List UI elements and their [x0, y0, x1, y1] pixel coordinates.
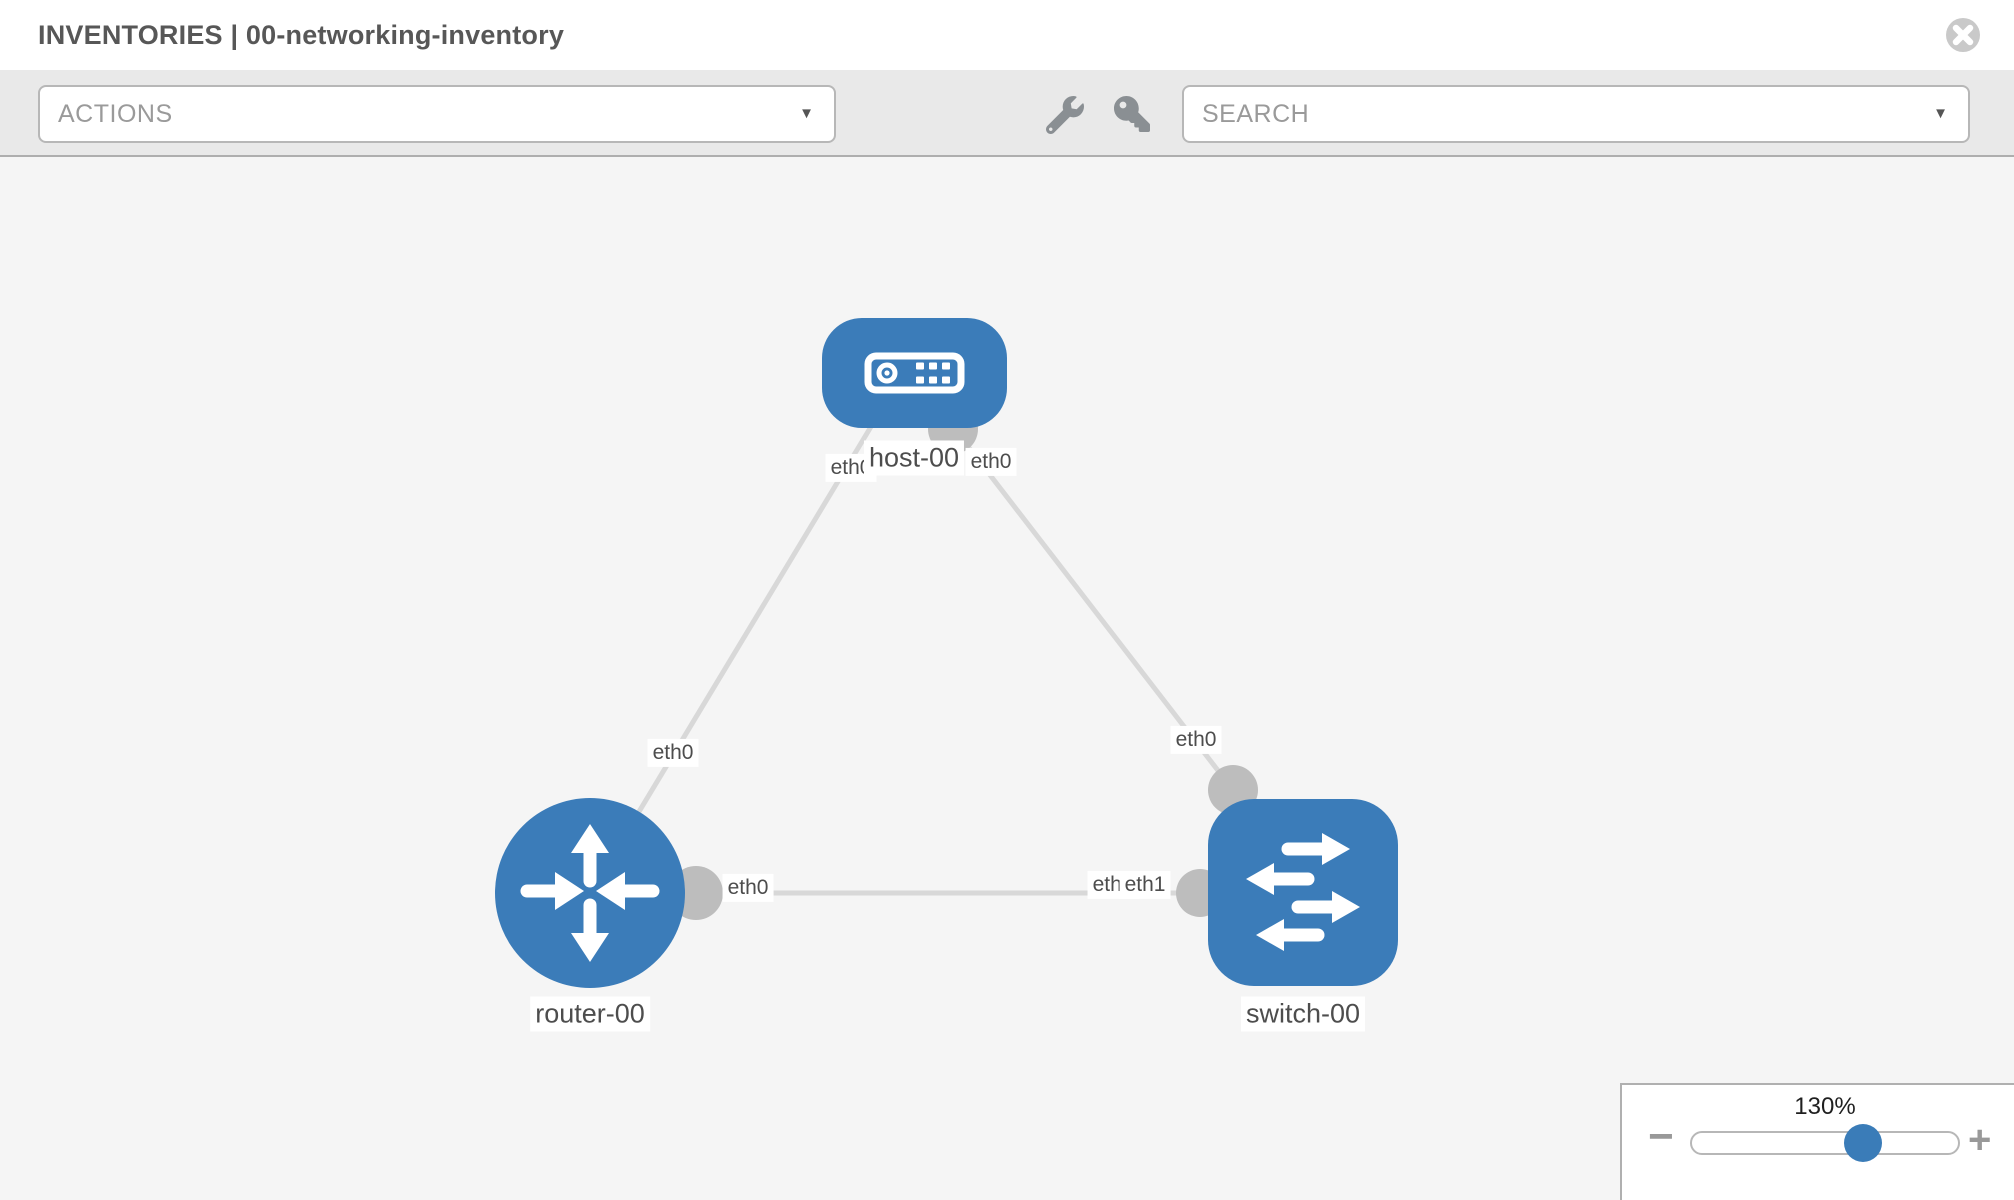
iface-label-host-eth0-right: eth0: [965, 447, 1017, 477]
iface-label-switch-eth0-top: eth0: [1170, 725, 1222, 755]
actions-dropdown-label: ACTIONS: [58, 100, 173, 128]
zoom-out-button[interactable]: −: [1648, 1112, 1674, 1161]
node-label-host-00: host-00: [863, 440, 965, 476]
close-icon: [1946, 18, 1980, 52]
iface-label-router-eth0-uplink: eth0: [647, 738, 699, 768]
zoom-slider-knob[interactable]: [1844, 1124, 1882, 1162]
zoom-level-label: 130%: [1794, 1093, 1856, 1120]
zoom-in-button[interactable]: +: [1968, 1118, 1992, 1162]
header: INVENTORIES | 00-networking-inventory: [0, 0, 2014, 70]
node-label-router-00: router-00: [530, 996, 650, 1032]
wrench-icon: [1045, 96, 1084, 135]
zoom-slider-track[interactable]: [1690, 1124, 1960, 1162]
chevron-down-icon: ▼: [1933, 105, 1948, 122]
router-arrows-icon: [520, 824, 660, 962]
configure-button[interactable]: [1045, 96, 1086, 136]
key-icon: [1114, 96, 1150, 132]
search-dropdown-label: SEARCH: [1202, 100, 1310, 128]
page-title: INVENTORIES | 00-networking-inventory: [38, 20, 565, 50]
iface-label-switch-eth1: eth1: [1119, 870, 1171, 900]
toolbar: ACTIONS ▼ SEARCH ▼: [0, 70, 2014, 157]
iface-label-router-eth0: eth0: [722, 873, 774, 903]
topology-graph: [495, 318, 1398, 988]
chevron-down-icon: ▼: [799, 105, 814, 122]
node-router-00[interactable]: [495, 798, 685, 988]
search-dropdown[interactable]: SEARCH ▼: [1182, 85, 1970, 143]
node-switch-00[interactable]: [1208, 799, 1398, 986]
node-host-00[interactable]: [822, 318, 1007, 428]
topology-canvas[interactable]: eth0 eth0 eth0 eth0 eth0 eth1 eth0 host-…: [0, 157, 2014, 1200]
host-device-icon: [864, 352, 965, 394]
actions-dropdown[interactable]: ACTIONS ▼: [38, 85, 836, 143]
close-button[interactable]: [1944, 16, 1982, 54]
credentials-button[interactable]: [1114, 96, 1154, 136]
switch-arrows-icon: [1246, 833, 1360, 951]
zoom-panel: 130% − +: [1620, 1083, 2014, 1200]
node-label-switch-00: switch-00: [1240, 996, 1366, 1032]
